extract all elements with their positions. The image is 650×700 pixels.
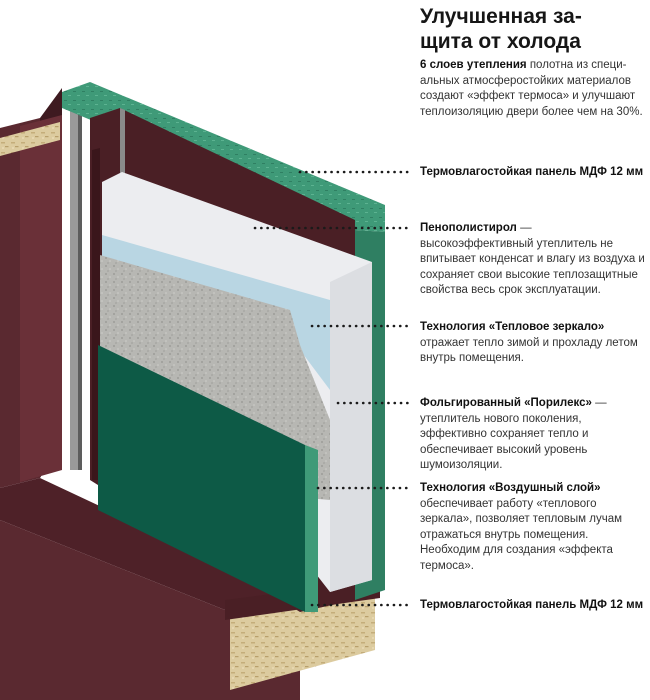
leader-lines <box>253 170 414 607</box>
callout-title: Технология «Тепловое зеркало» <box>420 321 605 333</box>
callout-title: Термовлагостойкая панель МДФ 12 мм <box>420 599 644 611</box>
page-title: Улучшенная за- щита от холода <box>420 4 645 54</box>
intro-bold: 6 слоев утепления <box>420 59 527 71</box>
callout-text: отражает тепло зимой и прохладу летом вн… <box>420 336 638 365</box>
callout-title: Технология «Воздушный слой» <box>420 482 601 494</box>
callout-air-layer: Технология «Воздушный слой» обеспечивает… <box>420 481 645 575</box>
intro-text: полотна из специ-альных атмосферостойких… <box>420 59 643 118</box>
callout-text: обеспечивает работу «теплового зеркала»,… <box>420 497 623 572</box>
callout-title: Пенополистирол <box>420 222 517 234</box>
title-line-2: щита от холода <box>420 30 581 53</box>
door-frame <box>0 88 300 700</box>
callout-outer-mdf: Термовлагостойкая панель МДФ 12 мм <box>420 165 645 181</box>
title-line-1: Улучшенная за- <box>420 5 582 28</box>
callout-porilex: Фольгированный «Порилекс» — утеплитель н… <box>420 396 645 474</box>
callout-text: — высокоэффективный утеплитель не впитыв… <box>420 222 645 297</box>
callout-title: Термовлагостойкая панель МДФ 12 мм <box>420 166 644 178</box>
intro-paragraph: 6 слоев утепления полотна из специ-альны… <box>420 58 645 120</box>
callout-heat-mirror: Технология «Тепловое зеркало» отражает т… <box>420 320 645 367</box>
callout-text: — утеплитель нового поколения, эффективн… <box>420 397 607 472</box>
callout-title: Фольгированный «Порилекс» <box>420 397 592 409</box>
inner-green-panel <box>98 345 318 612</box>
callout-inner-mdf: Термовлагостойкая панель МДФ 12 мм <box>420 598 645 614</box>
callout-polystyrene: Пенополистирол — высокоэффективный утепл… <box>420 221 645 299</box>
